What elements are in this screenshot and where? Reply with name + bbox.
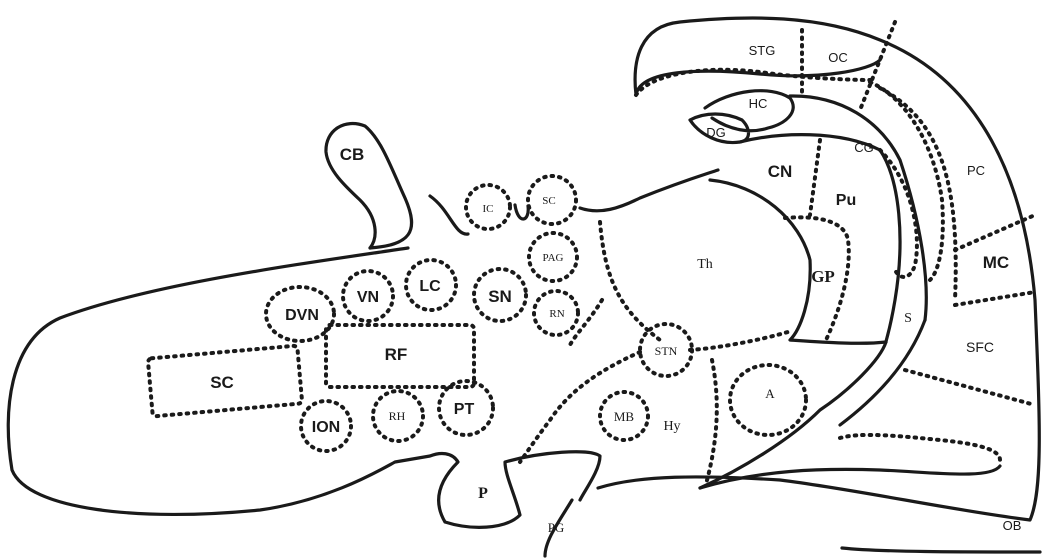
sn-nucleus [472,267,528,323]
label-rf: RF [385,345,408,364]
label-mb: MB [614,409,635,424]
cortex-outer-outline [596,16,1041,522]
sc-nucleus [526,174,578,226]
label-cg: CG [854,140,874,155]
label-pt: PT [454,401,475,418]
label-oc: OC [828,50,848,65]
stg-fold-outline [634,58,882,97]
gp-boundary [783,215,851,342]
cn-pu-boundary [808,138,822,217]
pc-boundary [878,86,958,302]
stn-nucleus [638,322,694,378]
lc-nucleus [404,258,458,312]
label-pag: PAG [543,252,564,264]
ic-nucleus [464,183,512,231]
cn-inner-boundary [878,148,919,279]
label-hc: HC [749,96,768,111]
label-ion: ION [312,419,340,436]
label-th: Th [697,257,713,272]
hippocampus-outline [688,89,795,145]
label-rn: RN [549,308,564,320]
caudate-outline [708,178,888,345]
mc-boundary-1 [953,213,1037,252]
label-pc: PC [967,163,985,178]
th-boundary-left [598,220,662,342]
rn-nucleus [532,289,580,337]
label-pu: Pu [836,192,856,209]
label-sn: SN [488,287,512,306]
hy-boundary-left [518,350,642,464]
label-lc: LC [419,278,441,295]
label-gp: GP [811,267,835,286]
spinal-cord-region [146,343,304,419]
tectum-outline [428,168,720,236]
label-a: A [765,386,775,401]
label-dvn: DVN [285,307,319,324]
label-cn: CN [768,162,793,181]
label-s: S [904,311,912,326]
amygdala-nucleus [728,363,808,437]
label-sc-cord: SC [210,373,234,392]
cerebellum-outline [324,121,414,250]
th-hy-boundary [688,330,790,352]
label-p: P [478,485,488,502]
ob-boundary [838,432,1002,462]
label-mc: MC [983,253,1009,272]
stg-boundary [634,67,872,97]
hy-boundary-right [704,358,719,486]
vn-nucleus [341,269,395,323]
striatum-outline [698,133,902,490]
label-ic: IC [483,203,494,215]
oc-boundary-2 [858,20,897,112]
brainstem-outline [6,246,602,529]
mb-stn-link [568,298,604,347]
cingulate-shell [788,94,928,322]
label-cb: CB [340,145,365,164]
label-sfc: SFC [966,339,994,355]
dvn-nucleus [264,285,336,343]
label-pg: PG [548,520,565,535]
olfactory-outline [543,464,1042,558]
pt-nucleus [437,379,495,437]
label-stg: STG [749,43,776,58]
ion-nucleus [299,399,353,453]
cortex-inner-shell [838,318,927,427]
label-ob: OB [1003,518,1022,533]
cg-boundary [868,80,945,282]
mc-boundary-2 [953,290,1037,307]
sfc-boundary [903,368,1037,407]
label-hy: Hy [663,419,680,434]
rh-nucleus [371,389,425,443]
label-rh: RH [389,409,406,423]
rf-region [324,323,476,389]
label-dg: DG [706,125,726,140]
mb-nucleus [598,390,650,442]
label-stn: STN [655,344,678,358]
label-vn: VN [357,289,379,306]
label-sc-mid: SC [542,195,555,207]
pag-nucleus [527,231,579,283]
